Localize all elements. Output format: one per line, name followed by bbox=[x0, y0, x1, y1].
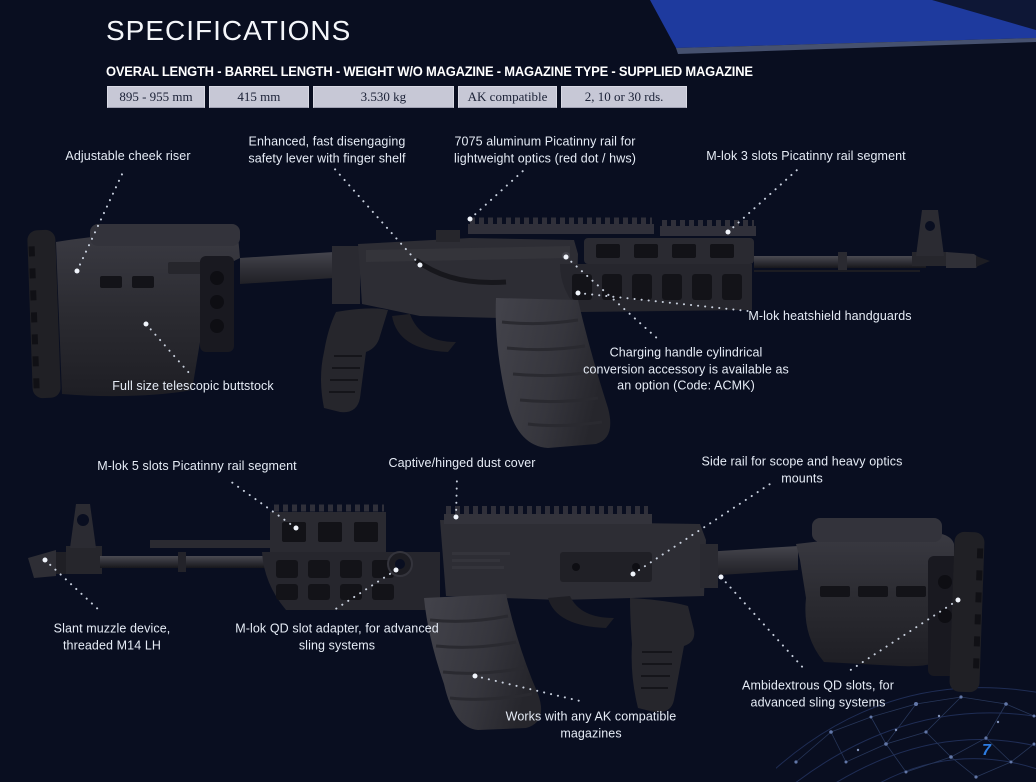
callout-leader-lines bbox=[44, 166, 959, 702]
callout-7075-picatinny-rail: 7075 aluminum Picatinny rail for lightwe… bbox=[454, 134, 636, 166]
callout-mlok-3-slots-rail: M-lok 3 slots Picatinny rail segment bbox=[706, 148, 906, 163]
spec-cell-supplied-magazine: 2, 10 or 30 rds. bbox=[561, 86, 687, 108]
spec-cell-magazine-type: AK compatible bbox=[457, 86, 558, 108]
callout-anchor-dots bbox=[42, 216, 961, 679]
page-title: SPECIFICATIONS bbox=[106, 15, 352, 46]
callout-mlok-heatshield-handguards: M-lok heatshield handguards bbox=[748, 308, 912, 323]
callout-slant-muzzle-device: Slant muzzle device, threaded M14 LH bbox=[53, 621, 171, 653]
top-rifle-image bbox=[27, 210, 990, 448]
callout-safety-lever: Enhanced, fast disengaging safety lever … bbox=[248, 134, 406, 166]
page-number: 7 bbox=[982, 742, 991, 759]
callout-side-rail: Side rail for scope and heavy optics mou… bbox=[701, 454, 903, 486]
corner-ribbon-decoration bbox=[650, 0, 1036, 54]
spec-table-header: OVERAL LENGTH - BARREL LENGTH - WEIGHT W… bbox=[106, 64, 753, 79]
callout-charging-handle-accessory: Charging handle cylindrical conversion a… bbox=[583, 345, 789, 393]
spec-table: 895 - 955 mm 415 mm 3.530 kg AK compatib… bbox=[107, 86, 687, 108]
callout-ak-compatible-magazines: Works with any AK compatible magazines bbox=[505, 709, 677, 741]
spec-cell-barrel-length: 415 mm bbox=[209, 86, 309, 108]
callout-ambidextrous-qd-slots: Ambidextrous QD slots, for advanced slin… bbox=[742, 678, 894, 710]
callout-adjustable-cheek-riser: Adjustable cheek riser bbox=[65, 148, 191, 163]
callout-telescopic-buttstock: Full size telescopic buttstock bbox=[112, 378, 274, 393]
bottom-rifle-image bbox=[28, 504, 985, 730]
constellation-pattern bbox=[776, 687, 1036, 782]
callout-mlok-5-slots-rail: M-lok 5 slots Picatinny rail segment bbox=[97, 458, 297, 473]
spec-cell-weight: 3.530 kg bbox=[312, 86, 454, 108]
callout-dust-cover: Captive/hinged dust cover bbox=[388, 455, 536, 470]
spec-cell-overall-length: 895 - 955 mm bbox=[107, 86, 206, 108]
callout-mlok-qd-slot-adapter: M-lok QD slot adapter, for advanced slin… bbox=[235, 621, 439, 653]
